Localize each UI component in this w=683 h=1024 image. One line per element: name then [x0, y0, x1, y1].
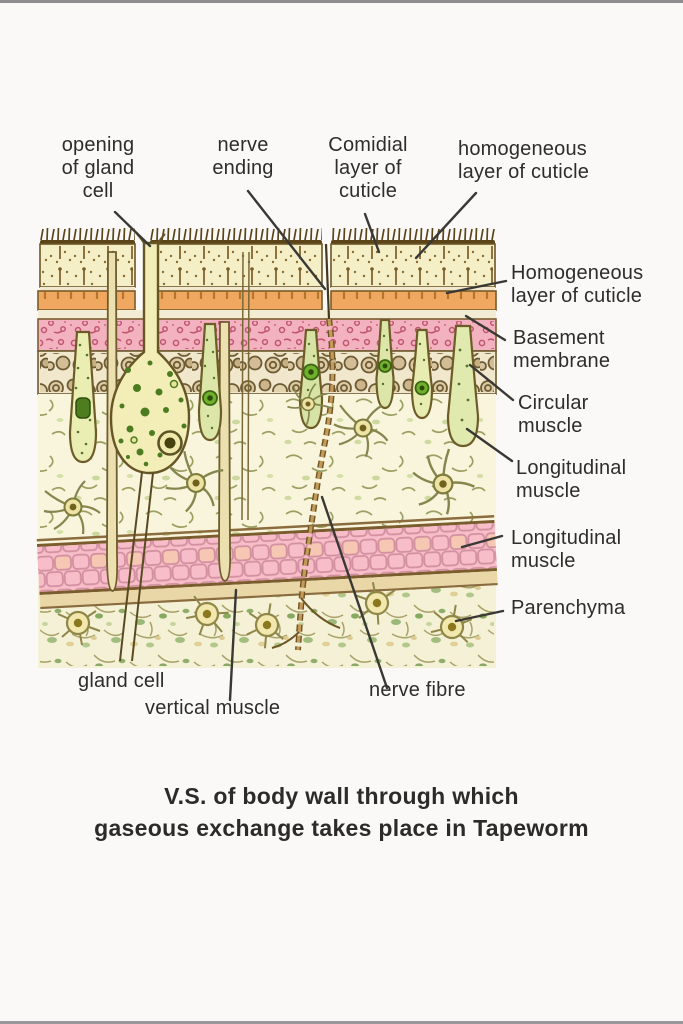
nerve-fibre-path — [271, 243, 341, 651]
leader-basement-membrane — [464, 314, 507, 342]
leader-nerve-ending — [246, 189, 327, 291]
gland-cell-flask — [109, 233, 191, 662]
caption-line-1: V.S. of body wall through which — [164, 783, 519, 809]
gland-cell-granules — [118, 360, 187, 467]
leader-homogeneous-layer-right — [445, 279, 508, 295]
label-homogeneous-layer-of-cuticle-right: Homogeneous layer of cuticle — [511, 262, 644, 307]
label-longitudinal-muscle-1: Longitudinal muscle — [516, 457, 627, 502]
leader-lines — [113, 189, 515, 702]
leader-vertical-muscle — [228, 588, 238, 702]
leader-longitudinal-muscle-2 — [460, 534, 504, 549]
frame-border-top — [0, 0, 683, 3]
leader-comidial-layer — [363, 212, 381, 254]
longitudinal-muscle-band — [36, 515, 498, 610]
leader-parenchyma — [454, 609, 505, 623]
label-parenchyma: Parenchyma — [511, 597, 626, 619]
leader-opening-of-gland-cell — [113, 210, 152, 248]
leader-circular-muscle — [468, 363, 515, 402]
label-longitudinal-muscle-2: Longitudinal muscle — [511, 527, 622, 572]
figure-caption: V.S. of body wall through which gaseous … — [0, 780, 683, 844]
frame-border-bottom — [0, 1021, 683, 1024]
leader-longitudinal-muscle-1 — [465, 427, 514, 463]
label-comidial-layer-of-cuticle: Comidial layer of cuticle — [328, 134, 408, 202]
club-cell-nuclei — [74, 334, 470, 455]
label-nerve-fibre: nerve fibre — [369, 679, 466, 701]
label-circular-muscle: Circular muscle — [518, 392, 589, 437]
leader-nerve-fibre — [320, 495, 389, 690]
label-basement-membrane: Basement membrane — [513, 327, 611, 372]
label-opening-of-gland-cell: opening of gland cell — [61, 134, 135, 202]
cuticle-bands — [37, 228, 497, 311]
label-gland-cell: gland cell — [78, 670, 165, 692]
gland-cell-stalk — [119, 471, 154, 662]
label-homogeneous-layer-of-cuticle-top: homogeneous layer of cuticle — [458, 138, 590, 183]
label-nerve-ending: nerve ending — [212, 134, 274, 179]
label-vertical-muscle: vertical muscle — [145, 697, 281, 719]
caption-line-2: gaseous exchange takes place in Tapeworm — [94, 815, 589, 841]
leader-homogeneous-layer-top — [414, 191, 478, 260]
